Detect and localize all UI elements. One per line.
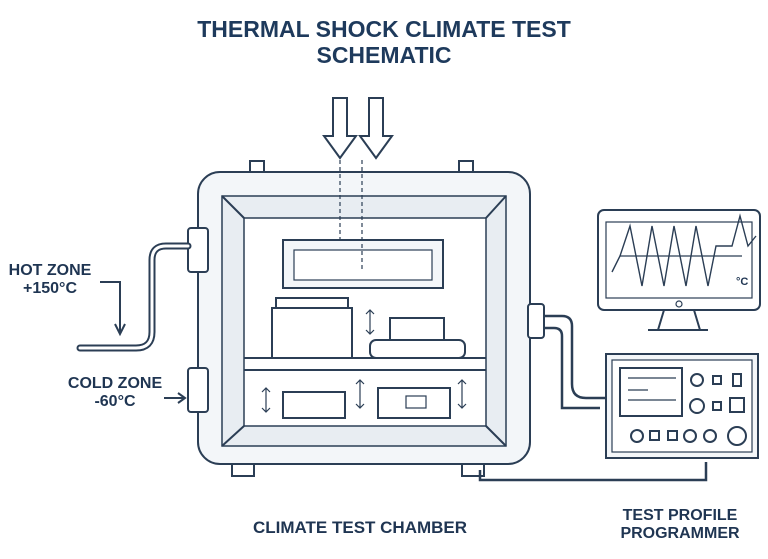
- title-line-1: THERMAL SHOCK CLIMATE TEST: [197, 16, 571, 42]
- hot-zone-temp: +150°C: [23, 280, 77, 298]
- monitor: [597, 209, 761, 331]
- climate-chamber: [187, 160, 545, 477]
- chamber-label: CLIMATE TEST CHAMBER: [252, 518, 468, 537]
- hot-arrow: [100, 281, 126, 337]
- programmer-label-line-2: PROGRAMMER: [620, 525, 740, 543]
- cable: [478, 314, 708, 482]
- hot-zone-label: HOT ZONE +150°C: [0, 262, 100, 299]
- cold-arrow: [164, 392, 187, 404]
- cold-zone-label: COLD ZONE -60°C: [60, 375, 170, 412]
- monitor-unit-label: °C: [736, 276, 749, 288]
- programmer-label-line-1: TEST PROFILE: [622, 507, 738, 524]
- diagram-title: THERMAL SHOCK CLIMATE TEST SCHEMATIC: [0, 16, 768, 69]
- programmer-label: TEST PROFILE PROGRAMMER: [600, 507, 760, 544]
- cold-zone-name: COLD ZONE: [67, 375, 163, 392]
- title-line-2: SCHEMATIC: [316, 42, 452, 69]
- test-profile-programmer: [605, 353, 759, 459]
- inlet-arrows: [322, 97, 394, 160]
- cold-zone-temp: -60°C: [94, 393, 136, 411]
- hot-zone-name: HOT ZONE: [8, 262, 92, 279]
